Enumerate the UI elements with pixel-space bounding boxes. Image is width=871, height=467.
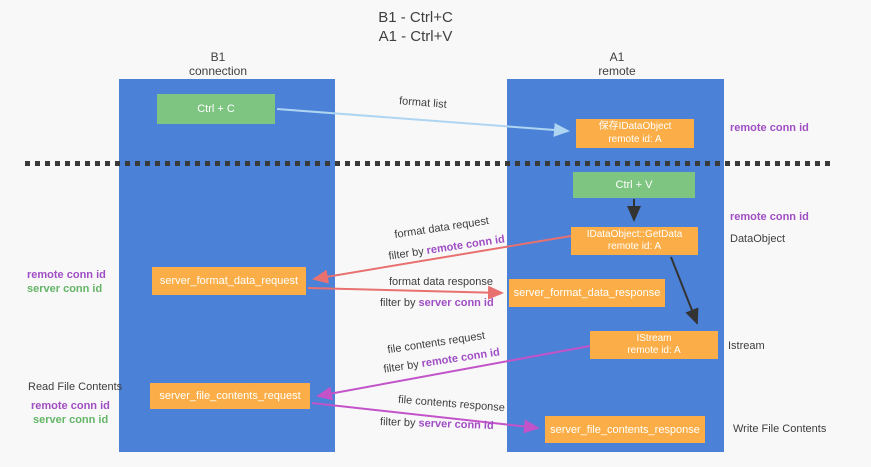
node-server-format-data-response: server_format_data_response — [509, 279, 665, 307]
filter-prefix: filter by — [387, 245, 428, 263]
node-ctrl-c: Ctrl + C — [157, 94, 275, 124]
node-save-idataobject: 保存IDataObject remote id: A — [576, 119, 694, 148]
edge-label-format-data-response: format data response — [389, 276, 493, 288]
side-label-remote-conn-id-left-top: remote conn id — [27, 269, 106, 281]
node-istream-line2: remote id: A — [627, 345, 681, 356]
side-label-remote-conn-id-left-bottom: remote conn id — [31, 400, 110, 412]
side-label-istream: Istream — [728, 340, 765, 352]
remote-conn-id-highlight: remote conn id — [425, 233, 506, 257]
side-label-server-conn-id-left-top: server conn id — [27, 283, 103, 295]
node-server-format-data-request: server_format_data_request — [152, 267, 306, 295]
title-line-1: B1 - Ctrl+C — [378, 9, 453, 26]
clipboard-boundary-dashed-line — [25, 161, 832, 166]
edge-label-file-contents-response: file contents response — [397, 393, 506, 415]
edge-label-filter-by-server-1: filter by server conn id — [380, 297, 494, 309]
side-label-conn-ids-left-top: remote conn id server conn id — [27, 268, 106, 296]
filter-prefix: filter by — [380, 297, 419, 309]
lifeline-a1-name: A1 — [609, 50, 625, 64]
arrow-format-data-response — [307, 285, 504, 300]
node-save-idataobject-line1: 保存IDataObject — [598, 121, 672, 132]
side-label-remote-conn-id-mid-right: remote conn id — [730, 211, 809, 223]
lifeline-header-a1: A1 remote — [547, 50, 687, 78]
node-idataobject-getdata-line1: IDataObject::GetData — [586, 228, 683, 240]
node-ctrl-v: Ctrl + V — [573, 172, 695, 198]
diagram-title: B1 - Ctrl+C A1 - Ctrl+V — [0, 8, 831, 46]
title-line-2: A1 - Ctrl+V — [378, 28, 453, 45]
lifeline-b1-name: B1 — [210, 50, 226, 64]
filter-prefix: filter by — [382, 358, 423, 376]
side-label-write-file-contents: Write File Contents — [733, 423, 827, 435]
node-server-file-contents-request: server_file_contents_request — [150, 383, 310, 409]
edge-label-format-list: format list — [398, 95, 448, 111]
node-idataobject-getdata: IDataObject::GetData remote id: A — [571, 227, 698, 255]
side-label-read-file-contents: Read File Contents — [28, 381, 123, 393]
node-istream: IStream remote id: A — [590, 331, 718, 359]
node-istream-line1: IStream — [636, 332, 672, 344]
lifeline-header-b1: B1 connection — [148, 50, 288, 78]
node-server-file-contents-response: server_file_contents_response — [545, 416, 705, 443]
lifeline-a1-role: remote — [598, 64, 636, 78]
server-conn-id-highlight: server conn id — [418, 417, 494, 432]
node-idataobject-getdata-line2: remote id: A — [607, 241, 662, 252]
edge-label-filter-by-server-2: filter by server conn id — [380, 416, 494, 432]
side-label-server-conn-id-left-bottom: server conn id — [33, 414, 109, 426]
node-save-idataobject-line2: remote id: A — [608, 133, 662, 145]
side-label-dataobject: DataObject — [730, 233, 786, 245]
server-conn-id-highlight: server conn id — [418, 297, 494, 309]
filter-prefix: filter by — [379, 416, 419, 430]
remote-conn-id-highlight: remote conn id — [420, 346, 501, 370]
lifeline-b1-role: connection — [188, 64, 248, 78]
side-label-remote-conn-id-top-right: remote conn id — [730, 122, 809, 134]
